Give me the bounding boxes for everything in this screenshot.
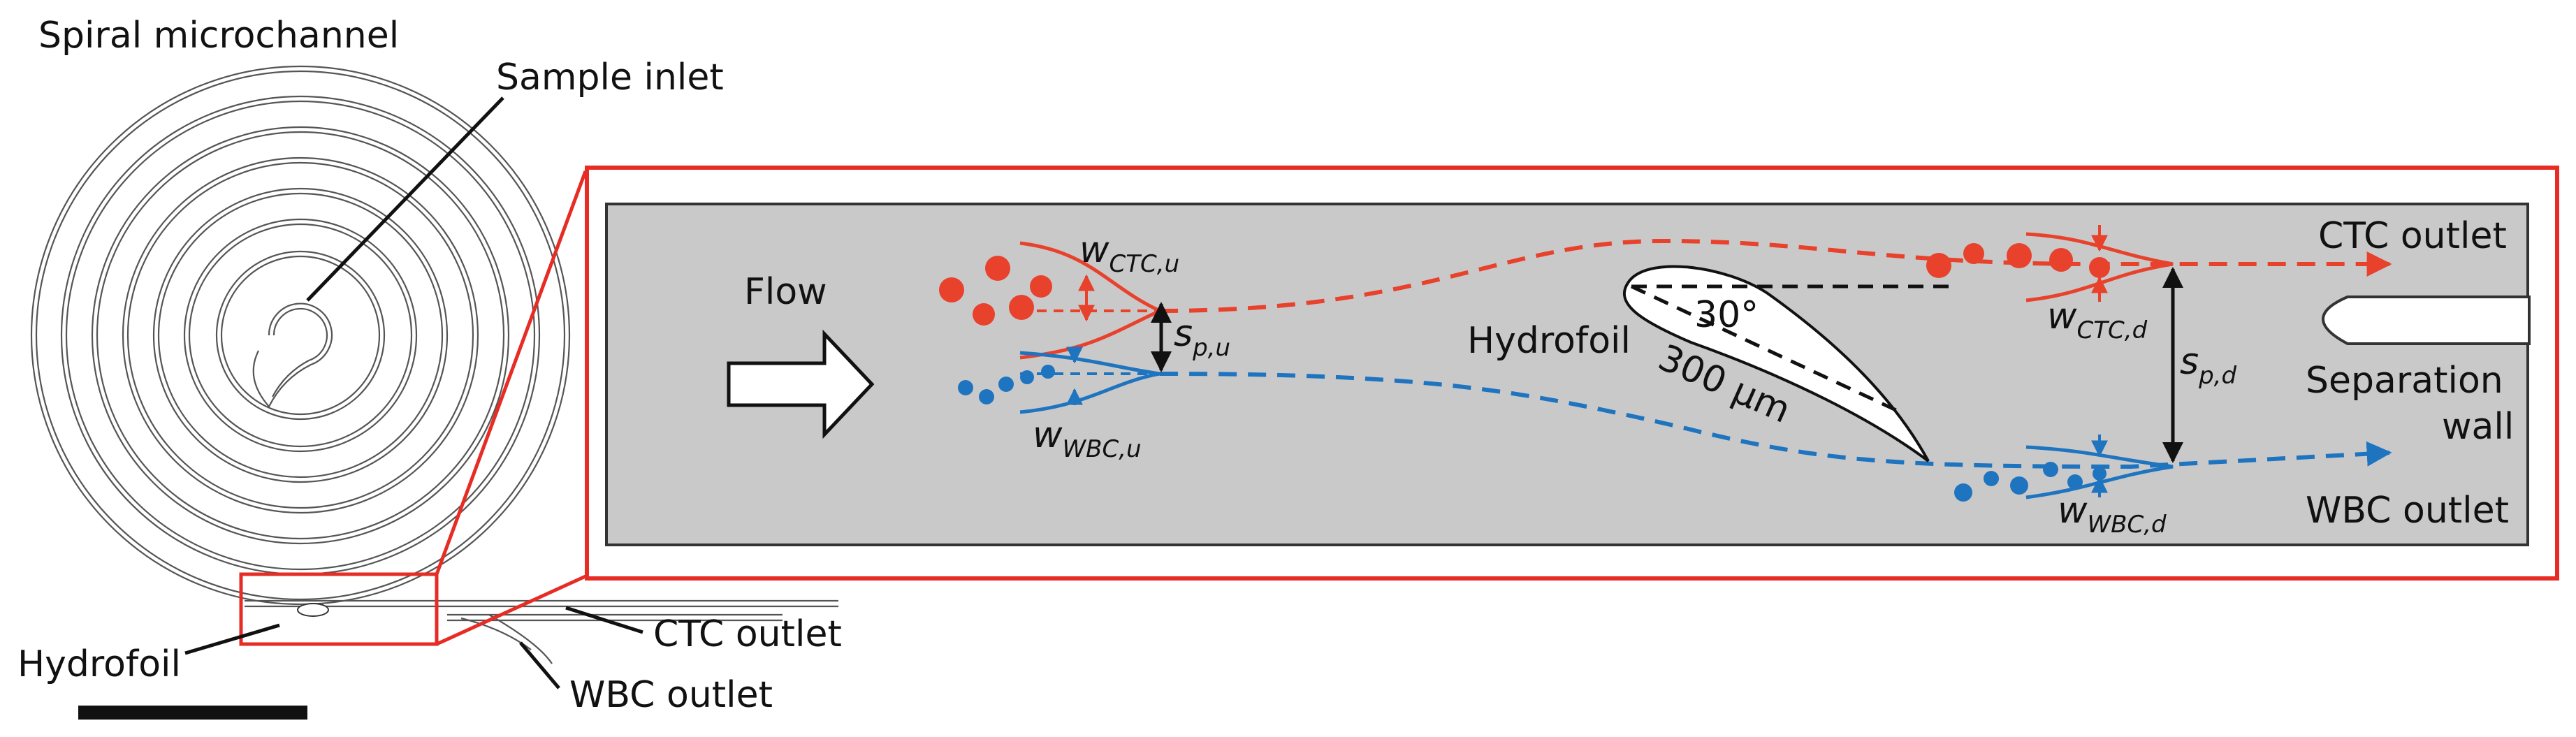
wbc-outlet-label: WBC outlet xyxy=(2306,490,2509,532)
hydrofoil-left-label: Hydrofoil xyxy=(17,643,181,685)
ctc-particle xyxy=(973,303,995,326)
wbc-particle xyxy=(979,389,994,404)
inlet-pointer xyxy=(306,96,504,302)
s-p-u-label: sp,u xyxy=(1174,313,1230,362)
ctc-particle xyxy=(2089,257,2110,278)
wbc-particle xyxy=(2067,474,2083,490)
ctc-particle xyxy=(1030,275,1052,298)
wbc-velocity-profile-downstream xyxy=(2025,445,2174,499)
zoom-panel: Flow 30° 300 µm Hydrofoil xyxy=(585,166,2559,581)
wbc-outlet-left-pointer xyxy=(519,641,560,689)
ctc-particle xyxy=(985,256,1010,281)
spiral-overview: Spiral microchannel Sample inlet Hydrofo… xyxy=(17,15,842,720)
hydrofoil-shape xyxy=(1622,265,1930,462)
wbc-particle xyxy=(2043,462,2058,477)
ctc-particle xyxy=(2049,248,2073,272)
downstream-wbc xyxy=(1954,462,2106,502)
ctc-outlet-left-label: CTC outlet xyxy=(653,613,842,655)
channel xyxy=(605,203,2529,546)
wbc-streamline xyxy=(1159,372,2392,469)
zoom-line-top xyxy=(435,170,588,575)
wbc-outlet-left-label: WBC outlet xyxy=(569,674,773,716)
ctc-velocity-profile-downstream xyxy=(2025,232,2174,302)
ctc-streamline xyxy=(1159,238,2392,313)
ctc-particle xyxy=(2007,243,2032,268)
w-ctc-d-label: wCTC,d xyxy=(2047,295,2148,344)
hydrofoil-label: Hydrofoil xyxy=(1467,320,1631,362)
w-wbc-u-label: wWBC,u xyxy=(1033,414,1142,463)
w-ctc-u-label: wCTC,u xyxy=(1079,229,1179,278)
upstream-ctc xyxy=(939,256,1052,326)
wbc-particle xyxy=(2010,476,2028,495)
wbc-particle xyxy=(1984,471,1999,486)
ctc-particle xyxy=(1009,295,1034,320)
s-p-d-label: sp,d xyxy=(2180,341,2236,390)
separation-wall xyxy=(2322,295,2531,345)
ctc-particle xyxy=(1926,253,1951,278)
wbc-particle xyxy=(958,380,973,395)
zoom-line-bottom xyxy=(435,574,587,646)
ctc-outlet-left-pointer xyxy=(565,606,643,634)
w-wbc-d-label: wWBC,d xyxy=(2058,490,2167,539)
downstream-ctc xyxy=(1926,243,2110,278)
wbc-particle xyxy=(998,377,1014,392)
scale-bar xyxy=(78,706,307,720)
spiral-label: Spiral microchannel xyxy=(38,15,399,57)
hydrofoil-left-pointer xyxy=(184,623,280,655)
separation-label-line2: wall xyxy=(2442,406,2514,448)
flow-label: Flow xyxy=(744,271,827,313)
angle-label: 30° xyxy=(1694,294,1759,336)
zoom-region-box xyxy=(239,572,439,646)
inlet-label: Sample inlet xyxy=(496,57,724,98)
wbc-particle xyxy=(1954,483,1972,502)
separation-label-line1: Separation xyxy=(2306,360,2503,402)
ctc-particle xyxy=(1963,243,1984,264)
ctc-particle xyxy=(939,277,964,302)
hydrofoil-small-icon xyxy=(297,603,329,617)
flow-arrow-icon xyxy=(727,329,875,439)
wbc-particle xyxy=(1041,365,1055,379)
ctc-outlet-label: CTC outlet xyxy=(2318,215,2507,257)
